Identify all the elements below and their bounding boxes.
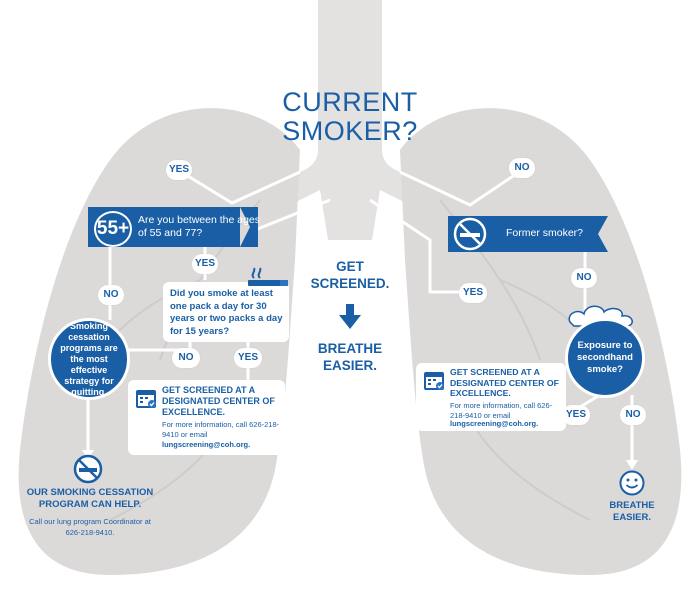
- pack-question-box: Did you smoke at least one pack a day fo…: [163, 282, 289, 342]
- yes-label-right-lower: YES: [562, 405, 590, 425]
- age-question-banner: 55+ Are you between the ages of 55 and 7…: [88, 207, 260, 247]
- secondhand-circle: Exposure to secondhand smoke?: [565, 318, 645, 398]
- breathe-easier-right: BREATHE EASIER.: [597, 500, 667, 524]
- screen-left-heading: GET SCREENED AT A DESIGNATED CENTER OF E…: [162, 385, 275, 417]
- age-badge: 55+: [94, 211, 132, 247]
- former-banner-shape: [590, 216, 608, 252]
- secondhand-text: Exposure to secondhand smoke?: [577, 340, 633, 375]
- screen-right-email: lungscreening@coh.org.: [450, 419, 539, 428]
- yes-label-age: YES: [192, 254, 218, 274]
- calendar-check-icon: [424, 372, 444, 390]
- cessation-help-heading: OUR SMOKING CESSATION PROGRAM CAN HELP.: [26, 487, 154, 510]
- cessation-circle: Smoking cessation programs are the most …: [48, 318, 130, 400]
- no-label-right-lower: NO: [620, 405, 646, 425]
- smiley-icon: [619, 470, 645, 496]
- title-line2: SMOKER?: [282, 116, 418, 146]
- no-smoking-icon: [453, 217, 487, 251]
- cessation-help-body: Call our lung program Coordinator at 626…: [29, 517, 151, 537]
- center-breathe-easier: BREATHE EASIER.: [300, 340, 400, 374]
- screen-right-heading: GET SCREENED AT A DESIGNATED CENTER OF E…: [450, 367, 559, 398]
- breathe-right-line1: BREATHE: [609, 500, 655, 511]
- cigarette-icon: [248, 267, 288, 286]
- down-arrow-icon: [339, 304, 361, 329]
- page-title: CURRENT SMOKER?: [250, 88, 450, 146]
- age-question-text: Are you between the ages of 55 and 77?: [138, 214, 261, 239]
- former-smoker-text: Former smoker?: [506, 227, 584, 239]
- no-smoking-icon: [73, 454, 103, 484]
- calendar-check-icon: [136, 390, 156, 408]
- center-line3: BREATHE: [317, 341, 383, 356]
- no-label-top-right: NO: [509, 158, 535, 178]
- center-line2: SCREENED.: [310, 276, 390, 291]
- no-label-right-former: NO: [571, 268, 597, 288]
- center-line4: EASIER.: [322, 358, 377, 373]
- screen-right-body: For more information, call 626-218-9410 …: [450, 401, 553, 420]
- screen-left-body: For more information, call 626-218-9410 …: [162, 420, 280, 439]
- no-label-mid: NO: [172, 348, 200, 368]
- pack-question-text: Did you smoke at least one pack a day fo…: [170, 288, 283, 337]
- former-smoker-banner: Former smoker?: [448, 216, 608, 252]
- breathe-right-line2: EASIER.: [612, 512, 651, 523]
- screen-left-email: lungscreening@coh.org.: [162, 440, 251, 449]
- center-line1: GET: [336, 259, 364, 274]
- yes-label-mid: YES: [234, 348, 262, 368]
- screen-box-left: GET SCREENED AT A DESIGNATED CENTER OF E…: [128, 380, 285, 455]
- screen-box-right: GET SCREENED AT A DESIGNATED CENTER OF E…: [416, 363, 566, 431]
- center-get-screened: GET SCREENED.: [300, 258, 400, 292]
- age-banner-shape: [240, 207, 258, 247]
- cessation-text: Smoking cessation programs are the most …: [60, 320, 118, 397]
- no-label-left: NO: [98, 285, 124, 305]
- yes-label-right: YES: [459, 283, 487, 303]
- title-line1: CURRENT: [282, 87, 418, 117]
- yes-label-top-left: YES: [166, 160, 192, 180]
